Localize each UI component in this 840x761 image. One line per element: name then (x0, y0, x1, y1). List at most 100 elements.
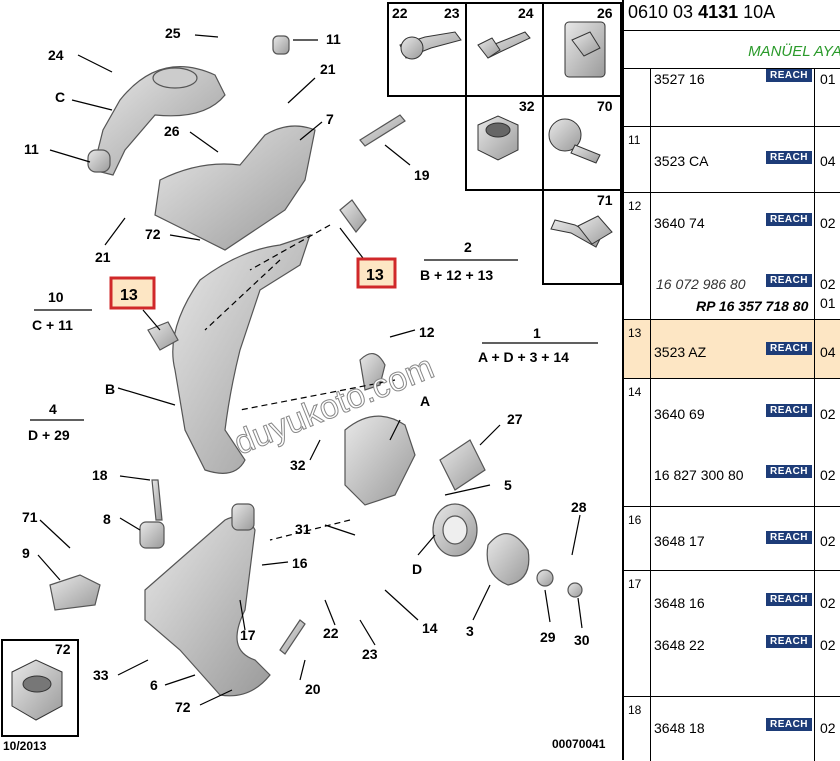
formula-1-bottom: A + D + 3 + 14 (478, 349, 569, 365)
formula-2-bottom: B + 12 + 13 (420, 267, 493, 283)
callout-A: A (420, 393, 430, 409)
row-num: 11 (628, 133, 641, 147)
suspension-parts (49, 35, 583, 697)
table-row: 3527 16 REACH 01 (624, 68, 840, 127)
callout-8: 8 (103, 511, 111, 527)
callout-11b: 11 (24, 141, 39, 157)
callout-19: 19 (414, 167, 430, 183)
callout-3: 3 (466, 623, 474, 639)
callout-21: 21 (320, 61, 336, 77)
table-row: 12 3640 74 REACH 02 16 072 986 80 REACH … (624, 192, 840, 320)
row-qty: 02 (820, 533, 836, 549)
row-ref: 3523 AZ (654, 344, 707, 360)
reach-badge: REACH (766, 465, 812, 478)
callout-24: 24 (48, 47, 64, 63)
row-qty: 02 (820, 215, 836, 231)
row-num: 16 (628, 513, 642, 527)
row-ref: 3648 22 (654, 637, 705, 653)
row-qty: 02 (820, 720, 836, 736)
box-label-22: 22 (392, 5, 408, 21)
diagram-date: 10/2013 (3, 739, 47, 753)
row-qty: 04 (820, 344, 836, 360)
leader-lines (37, 34, 583, 706)
callout-12: 12 (419, 324, 435, 340)
callout-28: 28 (571, 499, 587, 515)
row-qty: 02 (820, 406, 836, 422)
callout-C: C (55, 89, 65, 105)
row-qty: 02 (820, 276, 836, 292)
header-bold: 4131 (698, 2, 739, 22)
row-num: 13 (628, 326, 642, 340)
callout-33: 33 (93, 667, 109, 683)
callout-20: 20 (305, 681, 321, 697)
diagram-code: 00070041 (552, 737, 606, 751)
fastener-drawings (11, 21, 613, 721)
header-prefix: 0610 03 (628, 2, 694, 22)
box-label-26: 26 (597, 5, 613, 21)
box-label-23: 23 (444, 5, 460, 21)
callout-72: 72 (145, 226, 161, 242)
callout-D: D (412, 561, 422, 577)
reach-badge: REACH (766, 531, 812, 544)
callout-6: 6 (150, 677, 158, 693)
box-label-71: 71 (597, 192, 613, 208)
callout-7: 7 (326, 111, 334, 127)
highlight-13-right-text: 13 (366, 267, 384, 284)
formula-10-bottom: C + 11 (32, 317, 73, 333)
table-row: 14 3640 69 REACH 02 16 827 300 80 REACH … (624, 378, 840, 507)
row-ref: 3648 18 (654, 720, 705, 736)
row-ref: 3527 16 (654, 71, 705, 87)
row-ref: 3640 69 (654, 406, 705, 422)
callout-18: 18 (92, 467, 108, 483)
highlight-13-left-text: 13 (120, 287, 138, 304)
callout-30: 30 (574, 632, 590, 648)
table-row: 11 3523 CA REACH 04 (624, 126, 840, 193)
row-ref-alt: 16 072 986 80 (656, 276, 746, 292)
reach-badge: REACH (766, 635, 812, 648)
callout-labels: 25 24 11 21 C 11 26 7 19 21 72 13 13 10 … (22, 25, 590, 715)
callout-71: 71 (22, 509, 38, 525)
callout-32: 32 (290, 457, 306, 473)
callout-14: 14 (422, 620, 438, 636)
table-row-highlighted: 13 3523 AZ REACH 04 (624, 319, 840, 379)
callout-10: 10 (48, 289, 64, 305)
callout-29: 29 (540, 629, 556, 645)
callout-17: 17 (240, 627, 256, 643)
reach-badge: REACH (766, 213, 812, 226)
row-num: 17 (628, 577, 642, 591)
callout-11: 11 (326, 31, 341, 47)
box-label-70: 70 (597, 98, 613, 114)
callout-16: 16 (292, 555, 308, 571)
callout-25: 25 (165, 25, 181, 41)
callout-21b: 21 (95, 249, 111, 265)
highlight-13 (109, 257, 397, 310)
callout-72b: 72 (175, 699, 191, 715)
row-qty: 02 (820, 595, 836, 611)
reach-badge: REACH (766, 404, 812, 417)
row-ref-rp: RP 16 357 718 80 (696, 298, 809, 314)
table-row: 18 3648 18 REACH 02 (624, 696, 840, 761)
row-qty: 02 (820, 467, 836, 483)
table-subtitle: MANÜEL AYA (624, 30, 840, 68)
reach-badge: REACH (766, 274, 812, 287)
callout-2: 2 (464, 239, 472, 255)
row-num: 14 (628, 385, 642, 399)
callout-27: 27 (507, 411, 523, 427)
parts-table: 0610 03 4131 10A MANÜEL AYA 3527 16 REAC… (622, 0, 840, 761)
parts-diagram: 22 23 24 26 32 70 71 72 (1, 2, 622, 753)
reach-badge: REACH (766, 69, 812, 82)
table-row: 16 3648 17 REACH 02 (624, 506, 840, 571)
reach-badge: REACH (766, 593, 812, 606)
box-labels: 22 23 24 26 32 70 71 72 (55, 5, 613, 657)
row-ref: 3523 CA (654, 153, 709, 169)
row-num: 12 (628, 199, 642, 213)
reach-badge: REACH (766, 151, 812, 164)
callout-23: 23 (362, 646, 378, 662)
box-label-72: 72 (55, 641, 71, 657)
row-qty: 01 (820, 71, 836, 87)
box-label-32: 32 (519, 98, 535, 114)
callout-26: 26 (164, 123, 180, 139)
formula-4-bottom: D + 29 (28, 427, 70, 443)
row-num: 18 (628, 703, 642, 717)
callout-4: 4 (49, 401, 57, 417)
